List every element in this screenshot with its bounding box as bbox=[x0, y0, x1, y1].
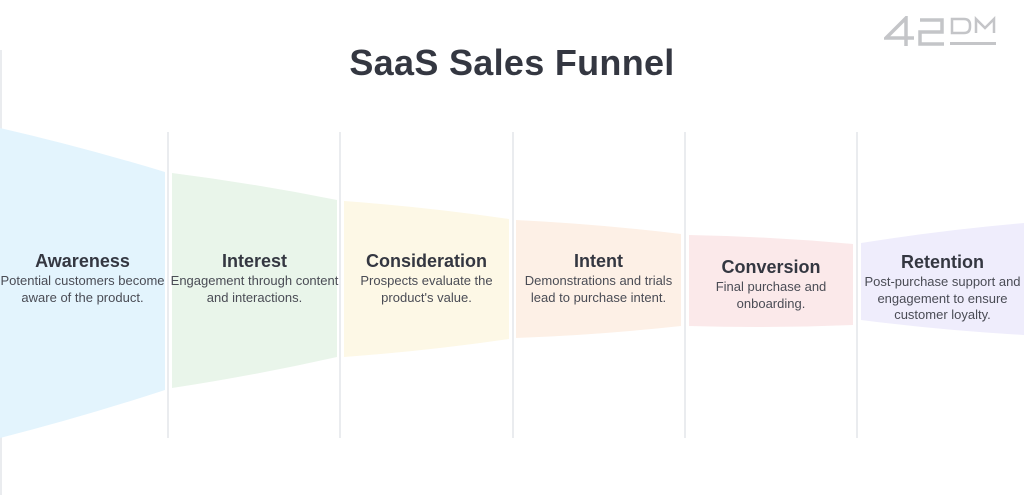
funnel-segment-interest bbox=[172, 173, 337, 388]
page-title: SaaS Sales Funnel bbox=[349, 42, 675, 83]
funnel-segment-retention bbox=[861, 223, 1024, 335]
stage-title: Conversion bbox=[721, 257, 821, 277]
stage-description: Final purchase and onboarding. bbox=[715, 279, 827, 311]
stage-title: Interest bbox=[221, 251, 288, 271]
funnel-segment-intent bbox=[516, 220, 681, 338]
funnel-segment-consideration bbox=[344, 201, 509, 357]
stage-description: Prospects evaluate the product's value. bbox=[360, 273, 493, 305]
stage-description: Engagement through content and interacti… bbox=[170, 273, 339, 305]
stage-title: Consideration bbox=[365, 251, 487, 271]
stage-description: Potential customers become aware of the … bbox=[0, 273, 165, 305]
funnel-segment-awareness bbox=[0, 128, 165, 438]
logo-42dm bbox=[884, 16, 996, 46]
funnel-segment-conversion bbox=[689, 235, 853, 328]
stage-description: Demonstrations and trials lead to purcha… bbox=[524, 273, 673, 305]
stage-description: Post-purchase support and engagement to … bbox=[864, 274, 1021, 322]
stage-title: Retention bbox=[901, 252, 984, 272]
stage-title: Intent bbox=[574, 251, 623, 271]
stage-title: Awareness bbox=[35, 251, 130, 271]
